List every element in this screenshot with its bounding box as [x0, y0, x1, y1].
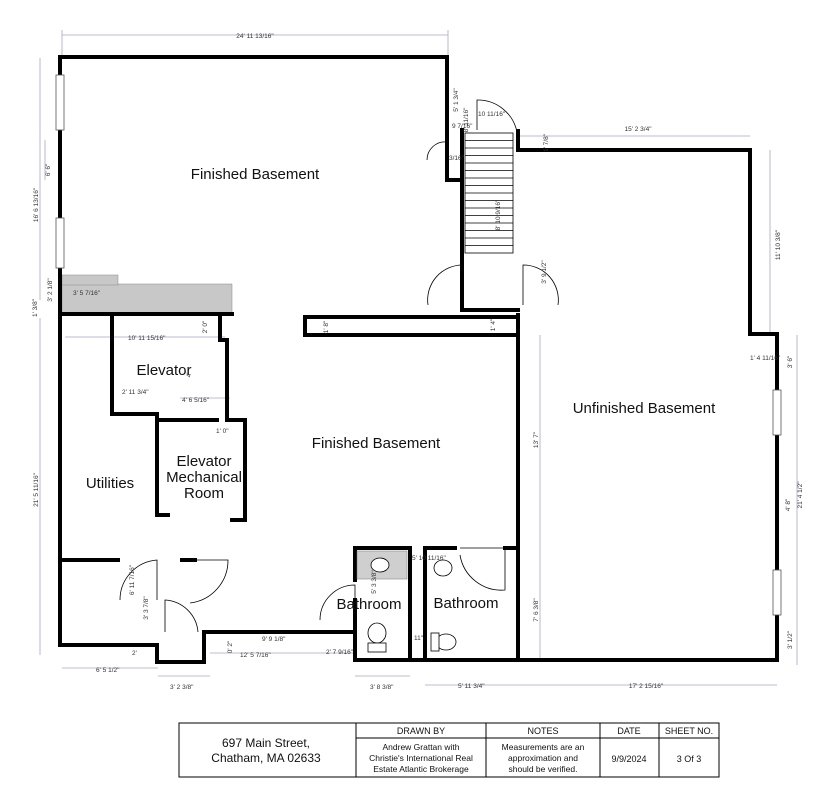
- dim-elevator-4-6: 4' 6 5/16": [182, 397, 210, 404]
- dim-stair-length: 8' 10 9/16": [495, 199, 502, 230]
- dim-right-top-width: 15' 2 3/4": [624, 126, 652, 133]
- dim-left-small: 6' 6": [45, 163, 52, 176]
- staircase: [464, 132, 514, 254]
- dim-right-4-8: 4' 8": [785, 498, 792, 511]
- dim-utilities-3: 3' 3 7/8": [143, 596, 150, 620]
- dim-bath-2-7: 2' 7 9/16": [326, 649, 354, 656]
- dim-center-13-7: 13' 7": [533, 431, 540, 448]
- dim-mech-1: 1' 0": [216, 428, 229, 435]
- dimension-labels: 24' 11 13/16" 16' 6 13/16" 6' 6" 3' 2 1/…: [32, 33, 804, 691]
- dim-right-21: 21' 4 1/2": [797, 481, 804, 509]
- dim-left-bottom: 21' 5 11/16": [33, 472, 40, 506]
- dim-right-3-1: 3' 1/2": [787, 630, 794, 649]
- dim-elevator-side: 2' 11 3/4": [122, 389, 149, 396]
- dim-bath-5-3: 5' 3 3/8": [371, 570, 378, 594]
- dim-top-width: 24' 11 13/16": [236, 33, 274, 40]
- shelf-area: [61, 283, 233, 315]
- dim-bath-5-10: 5' 10 11/16": [412, 555, 446, 562]
- dim-right-11: 11' 10 3/8": [775, 229, 782, 260]
- room-label-bathroom-left: Bathroom: [336, 596, 401, 613]
- dim-bath-7-6: 7' 6 3/8": [533, 598, 540, 622]
- dim-elevator-2-0: 2' 0": [202, 320, 209, 333]
- windows: [55, 74, 782, 616]
- room-labels: Finished Basement Finished Basement Unfi…: [86, 166, 716, 613]
- room-label-bathroom-right: Bathroom: [433, 595, 498, 612]
- dim-bottom-3-2: 3' 2 3/8": [170, 684, 194, 691]
- dim-stair-side: 3/16": [449, 155, 465, 162]
- room-label-elevator-mech-1: Elevator: [176, 453, 231, 470]
- room-label-finished-basement-top: Finished Basement: [191, 166, 320, 183]
- room-label-utilities: Utilities: [86, 475, 134, 492]
- dim-beam-1-4: 1' 4": [490, 318, 497, 331]
- dim-utilities-6: 6' 11 7/16": [129, 564, 136, 595]
- dim-utilities-9: 9' 9 1/8": [262, 636, 286, 643]
- dim-left-3-2: 3' 2 1/8": [47, 278, 54, 302]
- dim-bath-11: 11": [414, 635, 424, 642]
- dim-bottom-right-17: 17' 2 15/16": [629, 683, 664, 690]
- dim-elevator-width: 10' 11 15/16": [128, 335, 166, 342]
- dim-stair-top-4: 10 11/16": [478, 111, 506, 118]
- dim-shelf: 3' 5 7/16": [73, 290, 101, 297]
- room-label-finished-basement-center: Finished Basement: [312, 435, 441, 452]
- dim-right-3-6: 3' 6": [787, 355, 794, 368]
- dim-stair-top-3: 9 7/16": [452, 123, 473, 130]
- dim-beam-1-8: 1' 8": [323, 320, 330, 333]
- dim-bottom-2: 2': [132, 650, 137, 657]
- dim-elevator-4: 4': [186, 373, 193, 378]
- room-label-elevator-mech-3: Room: [184, 485, 224, 502]
- dim-bath-3-8: 3' 8 3/8": [370, 684, 394, 691]
- dim-bath-5-11: 5' 11 3/4": [458, 683, 485, 690]
- shelf-notch: [61, 274, 119, 286]
- dim-stair-top-1: 5' 1 3/4": [453, 88, 460, 112]
- bathroom-fixtures: [356, 550, 457, 653]
- dim-right-1-4: 1' 4 11/16": [750, 355, 781, 362]
- dim-right-1-7: 1' 7/8": [543, 133, 550, 152]
- room-label-elevator-mech-2: Mechanical: [166, 469, 242, 486]
- room-label-unfinished-basement: Unfinished Basement: [573, 400, 716, 417]
- doors: [119, 99, 559, 633]
- dim-stair-top-2: 8' 11/16": [463, 107, 470, 132]
- dim-stair-bottom: 3' 9 1/2": [541, 260, 548, 284]
- walls: [58, 55, 779, 664]
- dimension-lines: [39, 30, 798, 686]
- dim-left-1-3: 1' 3/8": [32, 298, 39, 317]
- dim-bottom-12: 12' 5 7/16": [240, 652, 271, 659]
- dim-bottom-6: 6' 5 1/2": [96, 667, 120, 674]
- dim-left-top: 16' 6 13/16": [33, 187, 40, 222]
- dim-bottom-0-2: 0' 2": [227, 640, 234, 653]
- room-label-elevator: Elevator: [136, 362, 191, 379]
